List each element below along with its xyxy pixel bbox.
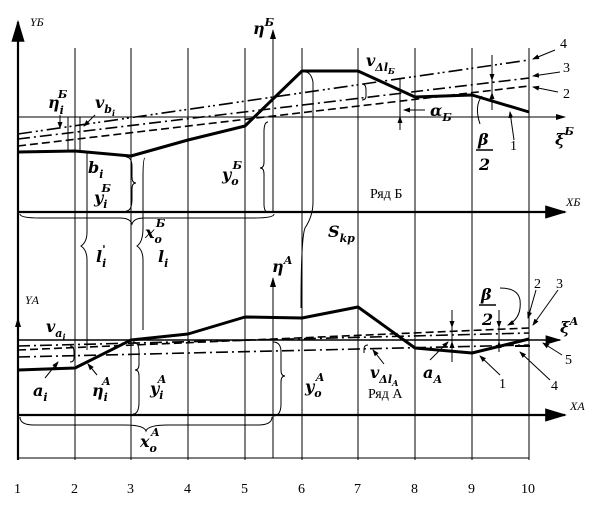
line-number-5-a: 5 [565,353,572,368]
grid-number: 7 [354,482,361,497]
grid-number: 2 [71,482,78,497]
line-number-4-a: 4 [551,379,558,394]
row-b-label: Ряд Б [370,187,402,202]
beta-a-den: 2 [481,310,493,329]
grid-number: 10 [521,482,535,497]
b-i-label: bi [88,158,103,181]
line-number-3-b: 3 [563,61,570,76]
eta-i-b-label: ηiБ [48,88,68,117]
y-axis-b-label: YБ [30,15,44,29]
grid-number: 4 [184,482,191,497]
beta-a-num: β [480,285,492,304]
y-axis-a-label: YА [25,293,40,307]
line-number-1-b: 1 [510,139,517,154]
line-3-a [17,332,530,347]
eta-b-label: ηБ [253,16,275,38]
grid-number: 9 [468,482,475,497]
x-axis-b-label: XБ [565,195,580,209]
y-o-a-label: yoА [304,371,325,400]
line-2-a [17,327,530,351]
grid-number: 3 [127,482,134,497]
line-number-4-b: 4 [560,37,567,52]
alpha-a-label: aА [423,363,442,386]
alpha-b-label: αБ [430,101,452,124]
grid-number: 6 [298,482,305,497]
grid-number-labels: 1 2 3 4 5 6 7 8 9 10 [14,482,535,497]
line-number-2-a: 2 [534,277,541,292]
l-i-label: li [158,247,168,270]
profile-a [17,305,530,372]
row-a-label: Ряд А [368,387,403,402]
x-o-a-label: xoА [139,426,160,455]
profile-b [17,69,530,158]
line-number-2-b: 2 [563,87,570,102]
xi-a-label: ξА [560,315,578,337]
line-2-b [17,85,530,147]
beta-b-den: 2 [478,155,490,174]
line-number-1-a: 1 [499,377,506,392]
line-4-b [17,59,530,135]
grid-number: 8 [411,482,418,497]
y-o-b-label: yoБ [221,159,243,188]
xi-b-label: ξБ [555,125,574,149]
y-i-a-label: yiА [149,373,166,402]
s-kp-label: Skp [328,222,355,245]
eta-i-a-label: ηiА [92,375,111,404]
beta-b-num: β [477,130,489,149]
line-3-b [17,77,530,140]
x-axis-a-label: XА [569,399,585,413]
v-dl-a-label: vΔlА [370,363,399,388]
y-i-b-label: yiБ [93,182,111,211]
line-number-3-a: 3 [556,277,563,292]
grid-number: 1 [14,482,21,497]
v-dl-b-label: vΔlБ [366,51,395,76]
x-o-b-label: xoБ [144,217,166,246]
a-i-label: ai [33,381,48,404]
v-ai-label: vai [46,317,65,342]
grid-number: 5 [241,482,248,497]
l-i-prime-label: li' [96,243,106,270]
eta-a-label: ηА [272,254,293,276]
v-bi-label: vbi [95,93,115,118]
